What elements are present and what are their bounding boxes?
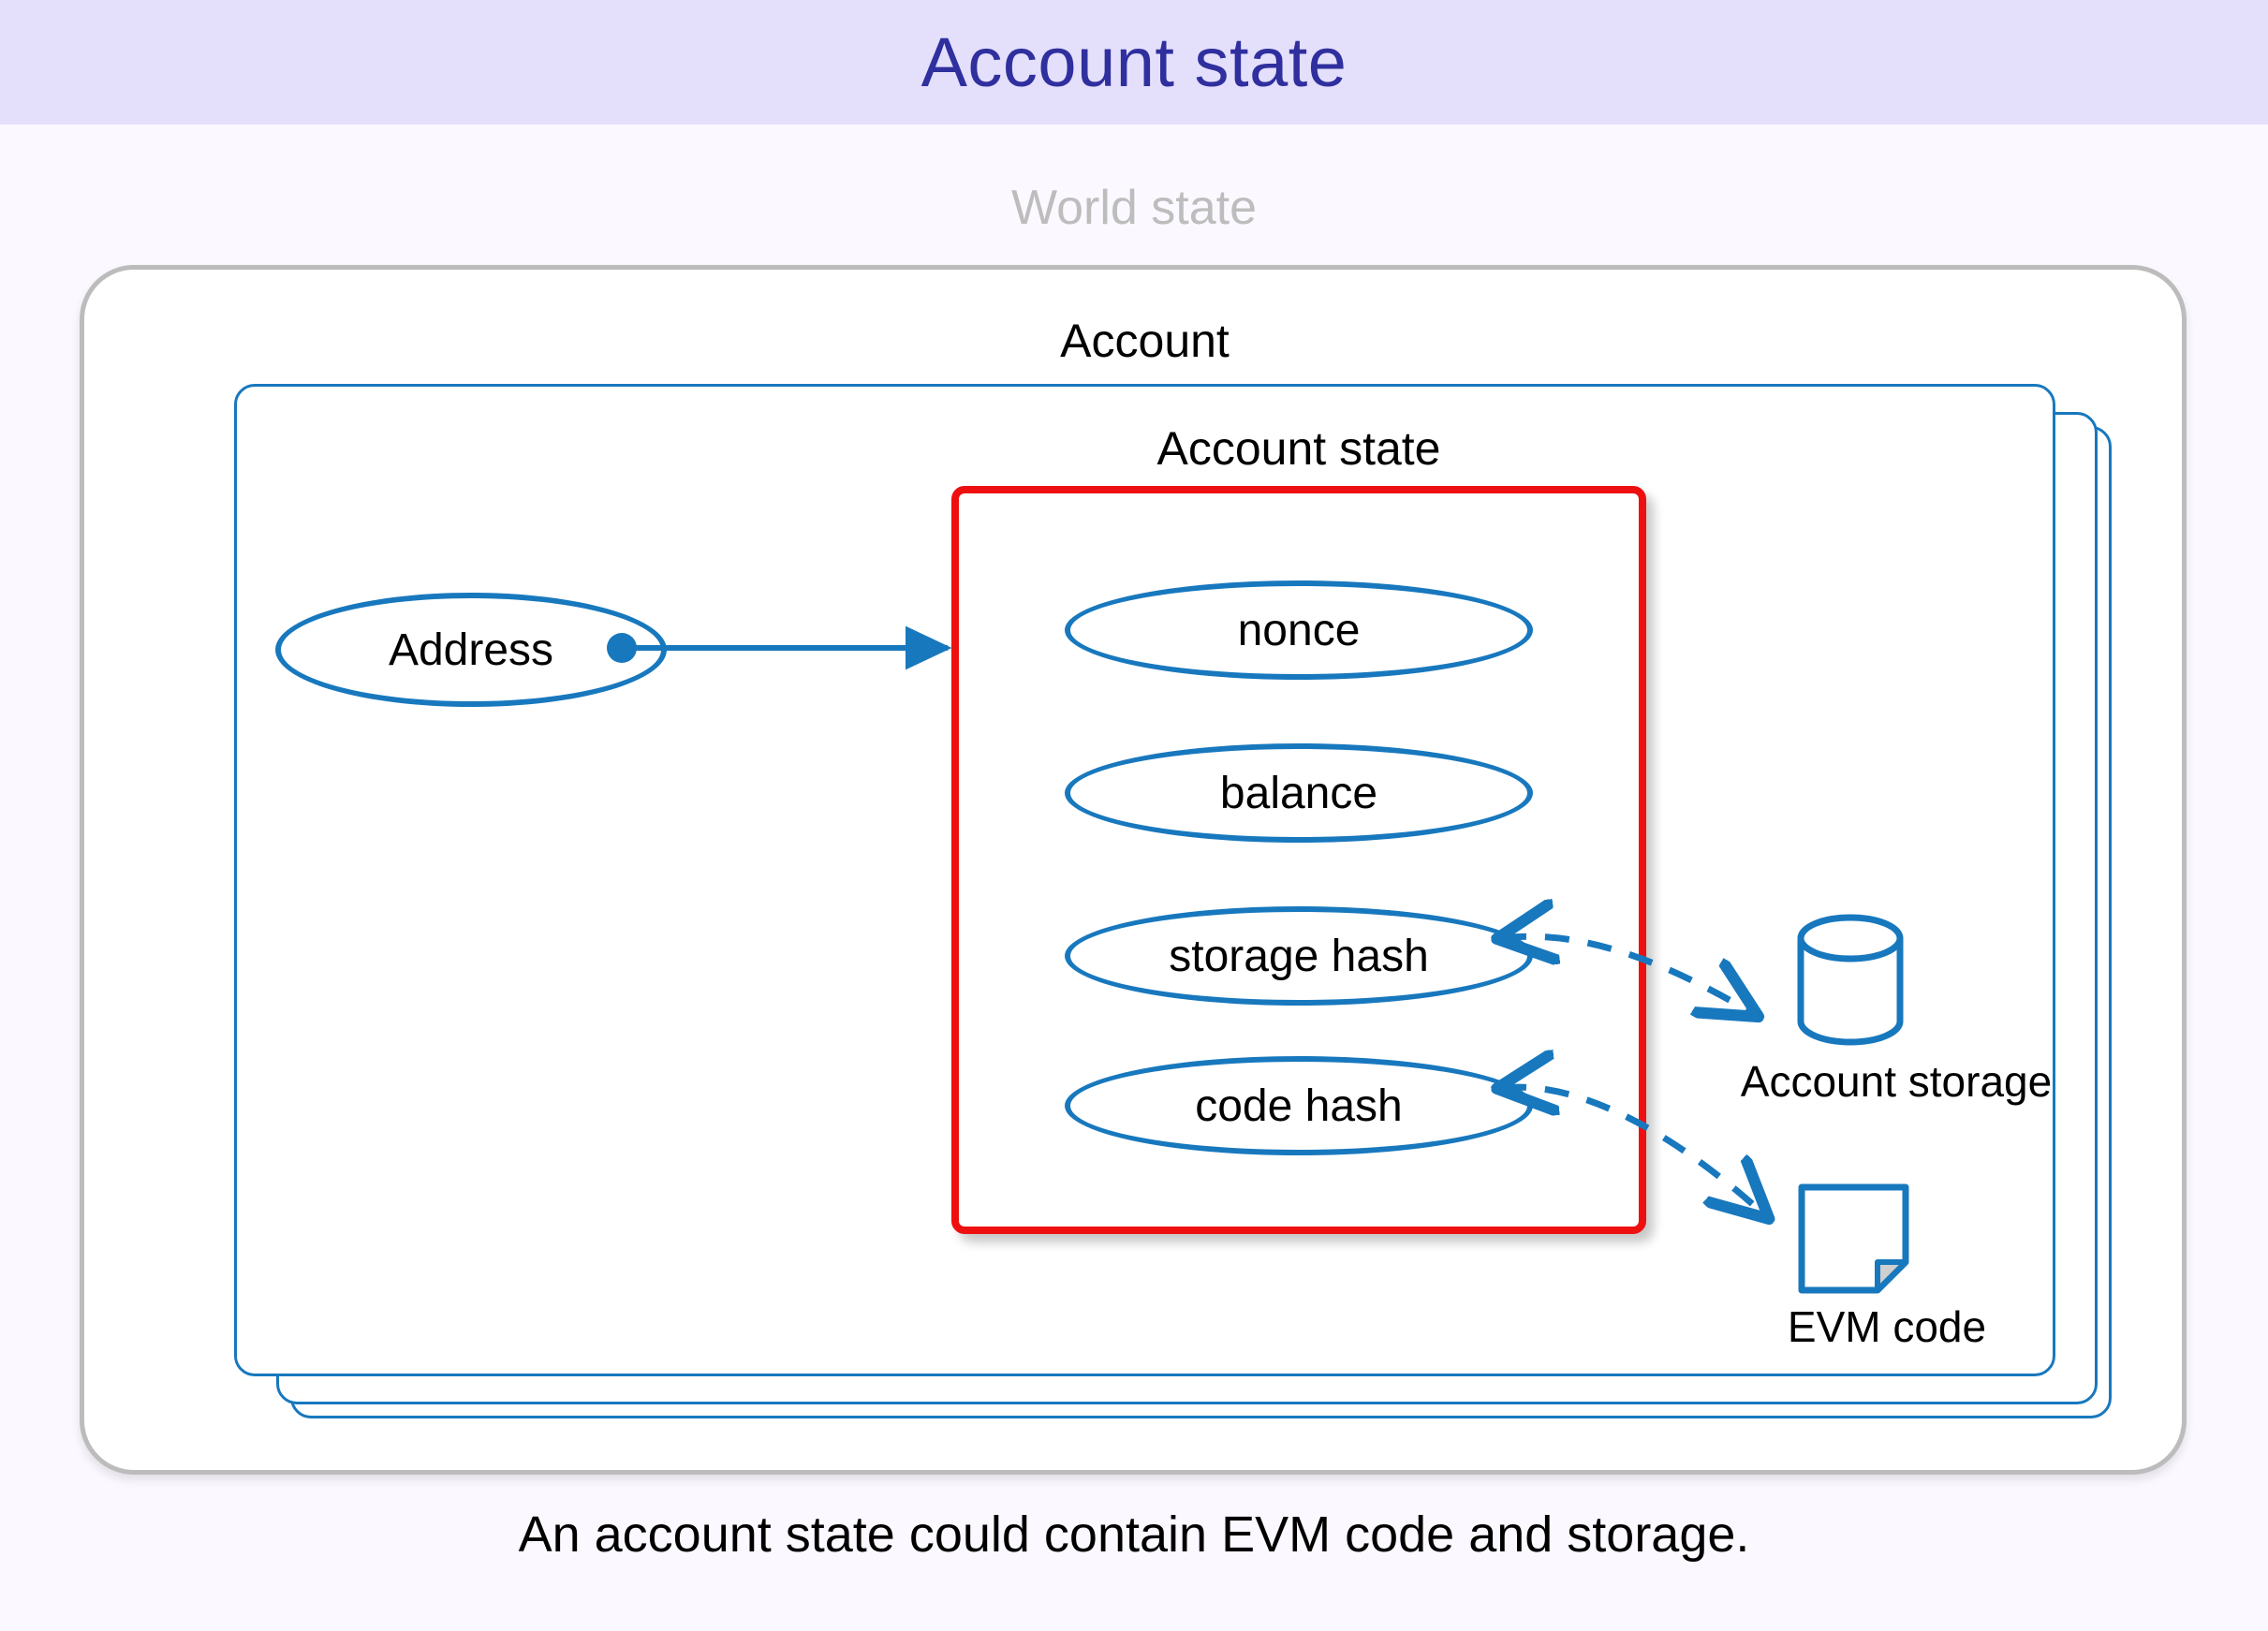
field-node-balance[interactable]: balance bbox=[1065, 743, 1533, 843]
page-title: Account state bbox=[920, 23, 1348, 101]
account-label: Account bbox=[1060, 315, 1230, 367]
account-storage-label: Account storage bbox=[1740, 1057, 2053, 1106]
diagram-caption: An account state could contain EVM code … bbox=[518, 1506, 1750, 1563]
world-state-label: World state bbox=[1010, 181, 1258, 235]
field-node-nonce[interactable]: nonce bbox=[1065, 580, 1533, 680]
field-node-code-hash[interactable]: code hash bbox=[1065, 1056, 1533, 1155]
header-band bbox=[0, 0, 2268, 125]
field-node-storage-hash[interactable]: storage hash bbox=[1065, 906, 1533, 1006]
address-node[interactable]: Address bbox=[275, 593, 667, 707]
evm-code-label: EVM code bbox=[1787, 1302, 1987, 1351]
account-state-label: Account state bbox=[1156, 422, 1441, 475]
